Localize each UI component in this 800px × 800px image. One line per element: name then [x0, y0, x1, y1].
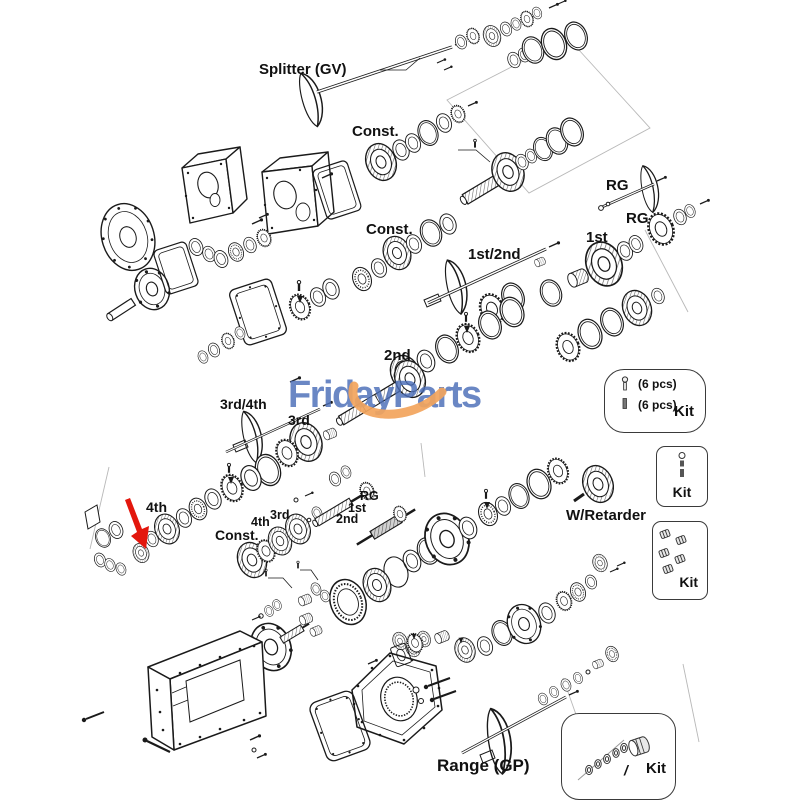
range-fork-group [461, 643, 622, 777]
const-top-chain [312, 100, 479, 220]
front-housing-group [100, 146, 335, 322]
label-1st-2nd: 1st/2nd [468, 246, 521, 263]
label-3rd-gear: 3rd [288, 412, 310, 428]
label-range-gp: Range (GP) [437, 756, 530, 775]
rg-fork-group [535, 163, 711, 310]
main-housing [81, 630, 268, 759]
tiny-screw [289, 375, 302, 383]
retarder-chain [399, 454, 620, 576]
kit-qty-pins: (6 pcs) [638, 398, 677, 412]
third-fourth-fork-group [225, 400, 334, 466]
kit-qty-screws: (6 pcs) [638, 377, 677, 391]
kit-label-rollers: Kit [679, 574, 698, 590]
lower-const-cluster [231, 463, 416, 583]
input-shaft-group [458, 114, 588, 205]
mainshaft-group [216, 355, 432, 506]
splitter-fork-group [294, 25, 483, 130]
label-const-bottom: Const. [215, 527, 259, 543]
kit-label-bolt: Kit [672, 484, 692, 500]
bearing-set-icon [577, 736, 650, 781]
kit-box-bearing: / Kit [561, 713, 676, 800]
label-rg-small: RG [360, 489, 379, 503]
screw-icon [621, 376, 629, 391]
kit-label-fasteners: Kit [674, 403, 694, 420]
kit-box-rollers: Kit [652, 521, 708, 600]
bolt-icon [678, 452, 686, 477]
label-2nd-small: 2nd [336, 512, 359, 526]
label-w-retarder: W/Retarder [566, 507, 647, 524]
label-4th-gear: 4th [146, 499, 167, 515]
red-arrow-marker [125, 498, 149, 549]
kit-box-bolt: Kit [656, 446, 708, 507]
label-4th-small: 4th [251, 515, 270, 529]
label-1st-small: 1st [348, 501, 367, 515]
pin-icon [622, 398, 627, 409]
label-rg-fork: RG [606, 177, 629, 194]
label-splitter-gv: Splitter (GV) [259, 61, 347, 78]
first-second-fork-group [423, 240, 561, 329]
kit-slash-mark: / [624, 762, 628, 778]
label-3rd-small: 3rd [270, 508, 290, 522]
label-1st-gear: 1st [586, 229, 608, 246]
kit-label-bearing: Kit [646, 760, 666, 777]
roller-nuts-icon [658, 529, 687, 574]
kit-box-fasteners: (6 pcs) (6 pcs) Kit [604, 369, 706, 433]
label-const-mid: Const. [366, 221, 413, 238]
planetary-group [243, 556, 434, 678]
label-2nd-gear: 2nd [384, 347, 411, 364]
label-3rd-4th: 3rd/4th [220, 396, 267, 412]
fourth-gear-chain [84, 485, 225, 578]
label-rg-gear: RG [626, 210, 649, 227]
rear-housing-group [309, 551, 627, 762]
label-const-top: Const. [352, 123, 399, 140]
const-mid-chain [195, 210, 460, 366]
